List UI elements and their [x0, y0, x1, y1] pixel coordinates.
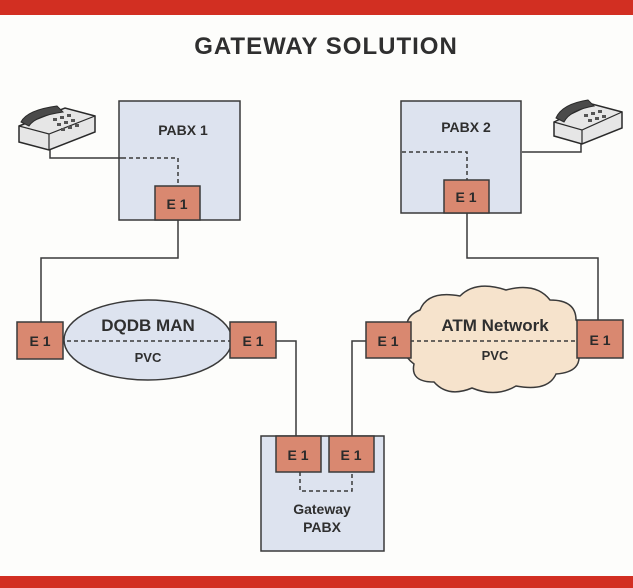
e1-label: E 1 [589, 332, 610, 348]
e1-interface: E 1 [365, 321, 412, 359]
e1-interface: E 1 [154, 185, 201, 221]
bottom-banner [0, 576, 633, 588]
dashed-links [122, 151, 468, 492]
e1-label: E 1 [287, 447, 308, 463]
dqdb-pvc-label: PVC [135, 350, 162, 365]
diagram-title: GATEWAY SOLUTION [194, 33, 458, 60]
e1-label: E 1 [455, 189, 476, 205]
telephone-icon [553, 99, 623, 145]
e1-label: E 1 [29, 333, 50, 349]
gateway-label-line2: PABX [303, 519, 342, 535]
e1-label: E 1 [377, 333, 398, 349]
atm-pvc-label: PVC [482, 348, 509, 363]
atm-label: ATM Network [441, 316, 549, 335]
e1-interface: E 1 [16, 321, 64, 360]
e1-interface: E 1 [443, 179, 490, 214]
e1-label: E 1 [340, 447, 361, 463]
e1-label: E 1 [242, 333, 263, 349]
dqdb-man-network: DQDB MAN PVC [60, 299, 233, 381]
e1-interface: E 1 [328, 435, 375, 473]
e1-interface: E 1 [229, 321, 277, 359]
connection-lines [40, 213, 599, 436]
pabx1-label: PABX 1 [158, 122, 208, 138]
dqdb-label: DQDB MAN [101, 316, 195, 335]
gateway-label-line1: Gateway [293, 501, 351, 517]
e1-interface: E 1 [275, 435, 322, 473]
pabx2-label: PABX 2 [441, 119, 491, 135]
e1-interface: E 1 [576, 319, 624, 359]
atm-network-cloud: ATM Network PVC [404, 285, 587, 394]
e1-label: E 1 [166, 196, 187, 212]
telephone-icon [18, 105, 96, 151]
top-banner [0, 0, 633, 15]
